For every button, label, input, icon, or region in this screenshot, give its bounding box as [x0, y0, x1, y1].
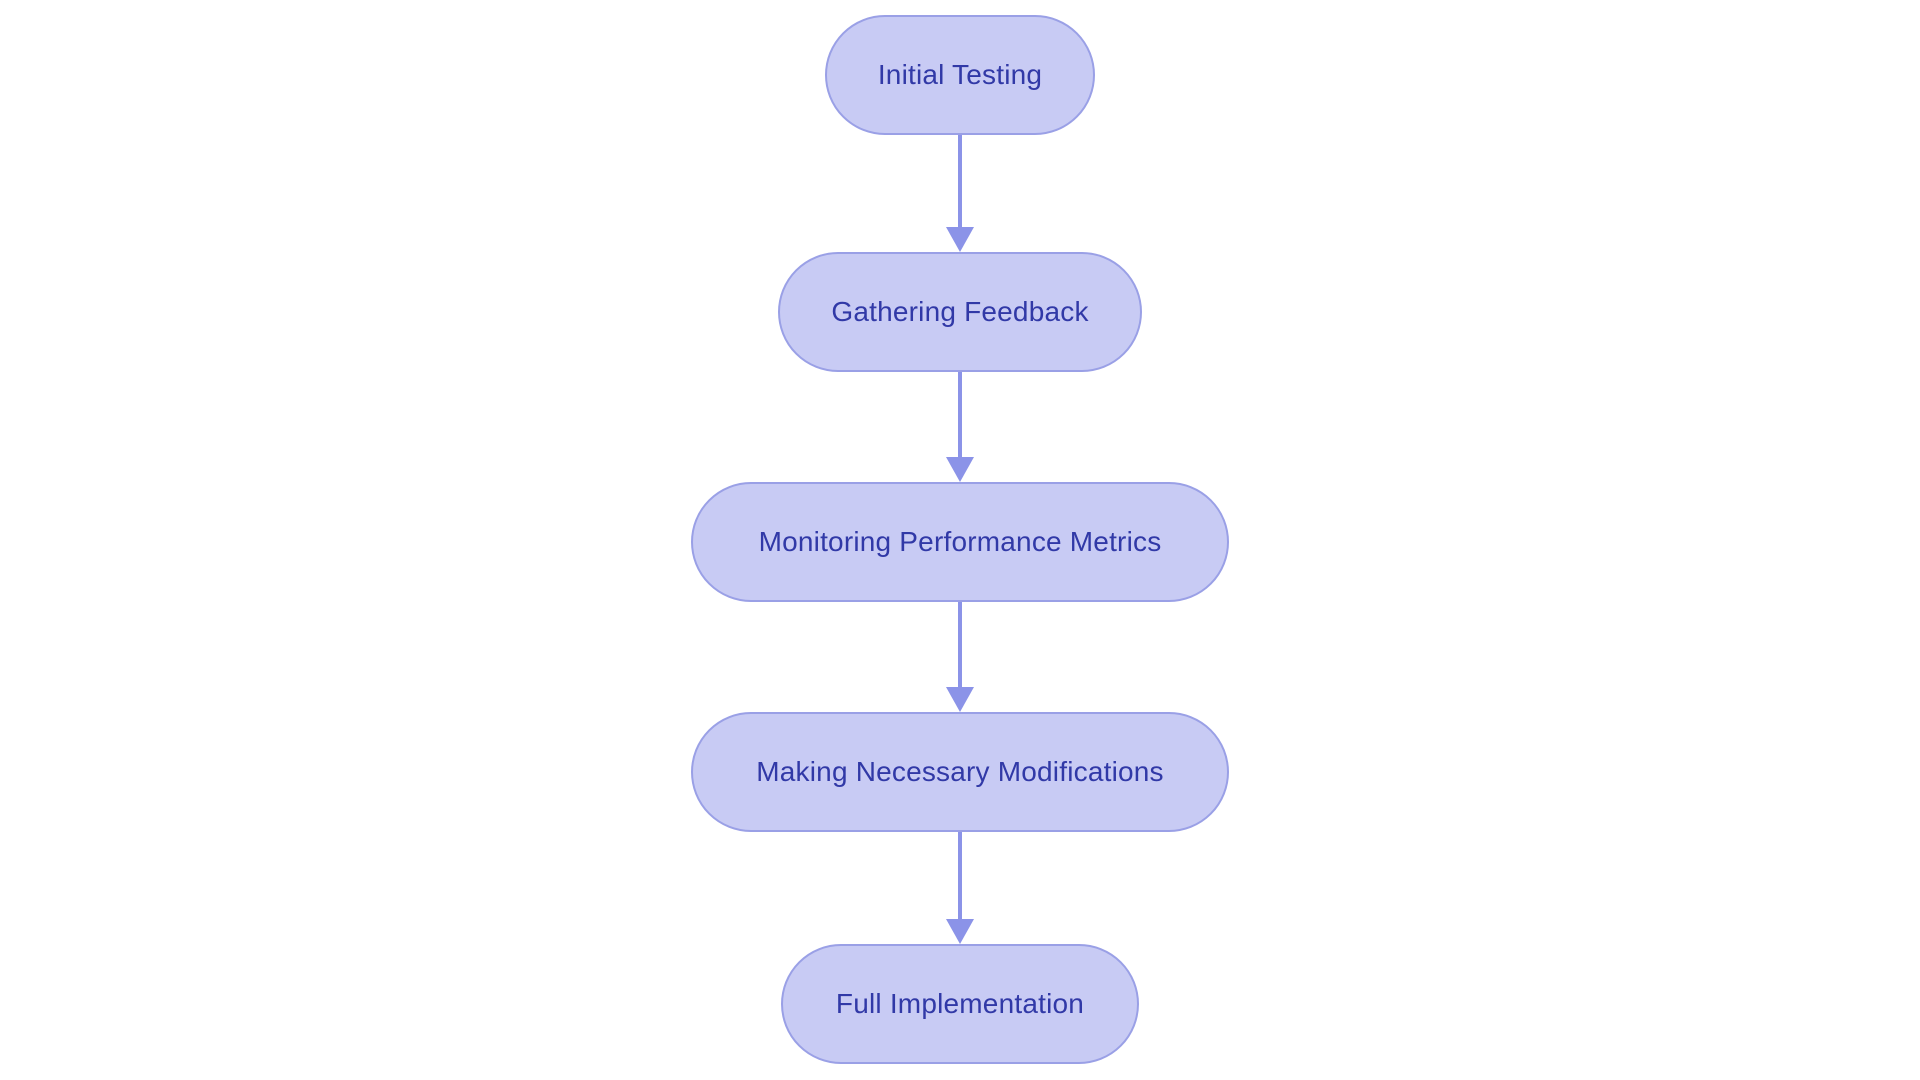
arrow-shaft	[958, 135, 962, 227]
flow-node-label: Full Implementation	[835, 988, 1085, 1019]
edge-arrow-3	[946, 602, 974, 712]
flow-node-initial-testing: Initial Testing	[825, 15, 1095, 135]
flow-node-full-implementation: Full Implementation	[781, 944, 1139, 1064]
flow-node-monitoring-performance-metrics: Monitoring Performance Metrics	[691, 482, 1229, 602]
flow-node-gathering-feedback: Gathering Feedback	[778, 252, 1142, 372]
edge-arrow-4	[946, 832, 974, 944]
edge-arrow-2	[946, 372, 974, 482]
arrow-shaft	[958, 372, 962, 457]
arrowhead-down-icon	[946, 687, 974, 712]
edge-arrow-1	[946, 135, 974, 252]
flow-node-label: Monitoring Performance Metrics	[758, 526, 1162, 557]
arrow-shaft	[958, 602, 962, 687]
arrowhead-down-icon	[946, 919, 974, 944]
flow-node-label: Making Necessary Modifications	[756, 756, 1164, 787]
flow-node-making-necessary-modifications: Making Necessary Modifications	[691, 712, 1229, 832]
arrowhead-down-icon	[946, 457, 974, 482]
flow-node-label: Gathering Feedback	[831, 296, 1089, 327]
arrowhead-down-icon	[946, 227, 974, 252]
flow-node-label: Initial Testing	[877, 59, 1043, 90]
arrow-shaft	[958, 832, 962, 919]
